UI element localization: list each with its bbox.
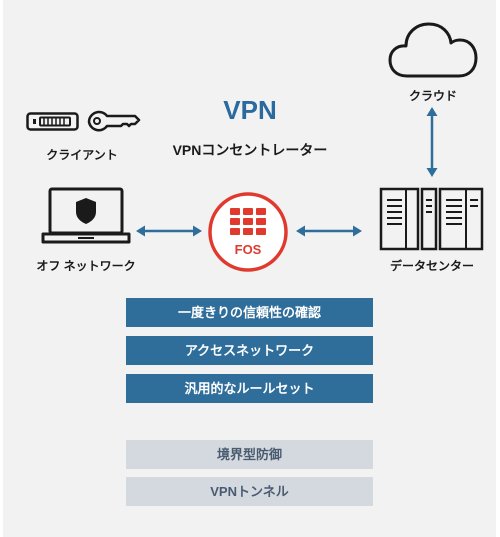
offnet-label: オフ ネットワーク — [36, 259, 136, 273]
laptop-shield-icon — [41, 187, 131, 244]
cloud-icon — [388, 22, 478, 78]
feature-bar-perimeter-defense: 境界型防御 — [126, 440, 373, 469]
feature-bar-generic-rules: 汎用的なルールセット — [126, 374, 373, 403]
key-icon — [87, 110, 141, 132]
datacenter-label: データセンター — [389, 259, 474, 273]
arrow-offnet-fos — [136, 225, 202, 237]
fortinet-fos-icon: FOS — [208, 192, 288, 272]
fos-label: FOS — [235, 242, 262, 257]
feature-bar-trust-once: 一度きりの信頼性の確認 — [126, 298, 373, 327]
usb-key-icon — [26, 112, 79, 131]
diagram-subtitle: VPNコンセントレーター — [172, 142, 328, 158]
feature-bar-vpn-tunnel: VPNトンネル — [126, 477, 373, 506]
diagram-title: VPN — [223, 95, 277, 125]
cloud-label: クラウド — [408, 89, 457, 103]
arrow-cloud-datacenter — [426, 107, 438, 177]
arrow-fos-datacenter — [296, 225, 362, 237]
feature-bar-access-network: アクセスネットワーク — [126, 336, 373, 365]
server-rack-icon — [379, 187, 484, 251]
client-label: クライアント — [46, 148, 118, 162]
